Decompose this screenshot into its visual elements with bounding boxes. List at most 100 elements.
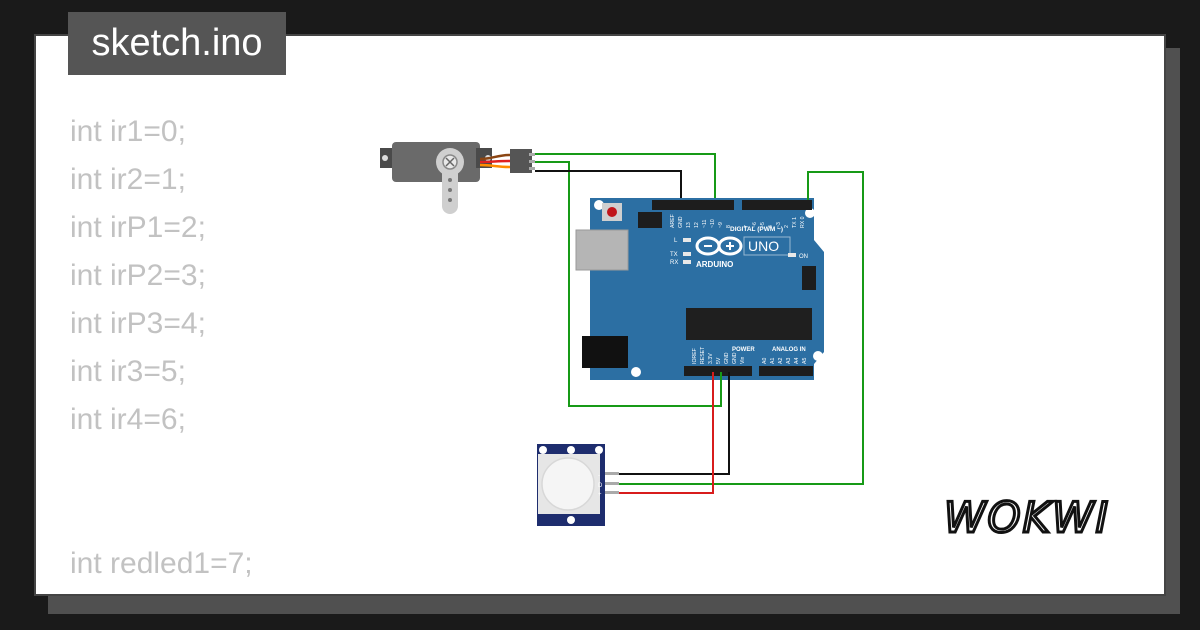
digital-pin-label: ~9	[718, 222, 724, 228]
mount-hole-icon	[567, 446, 575, 454]
servo-connector	[510, 149, 532, 173]
atmega-chip	[686, 308, 812, 340]
wire-pir-gnd[interactable]	[619, 372, 730, 475]
pir-pin-icon	[605, 472, 619, 475]
tx-label: TX	[670, 252, 678, 258]
digital-pin-label: 2	[784, 225, 790, 228]
analog-header	[759, 366, 813, 376]
preview-card: int ir1=0; int ir2=1; int irP1=2; int ir…	[34, 34, 1166, 596]
mount-hole-icon	[594, 200, 604, 210]
digital-pin-label: 7	[744, 225, 750, 228]
code-line: int ir4=6;	[70, 403, 186, 436]
power-pin-label: GND	[732, 352, 738, 364]
digital-pin-label: ~6	[752, 222, 758, 228]
arduino-uno-board[interactable]: L TX RX DIGITAL (PWM ~) UNO ARDUINO ON	[575, 198, 824, 380]
analog-pin-label: A5	[802, 358, 808, 364]
digital-pin-label: AREF	[670, 214, 676, 228]
digital-pin-label: ~3	[776, 222, 782, 228]
servo-wire-brown	[479, 153, 511, 161]
digital-label: DIGITAL (PWM ~)	[730, 226, 783, 233]
wire-pir-vcc[interactable]	[619, 372, 714, 494]
wire-pir-signal[interactable]	[619, 171, 864, 485]
icsp-header-right	[802, 266, 816, 290]
uno-frame	[743, 236, 791, 256]
digital-header-left	[652, 200, 734, 210]
usb-port	[575, 229, 629, 271]
pir-pin-icon	[605, 491, 619, 494]
icsp-header	[638, 212, 662, 228]
connector-pin-icon	[529, 167, 535, 170]
cross-screw-icon	[445, 157, 455, 167]
digital-pin-label: 13	[686, 222, 692, 228]
pir-pin-label: -	[598, 473, 600, 479]
l-label: L	[674, 238, 678, 244]
analog-pin-label: A0	[762, 358, 768, 364]
power-pin-label: RESET	[700, 346, 706, 364]
analog-pin-label: A1	[770, 358, 776, 364]
digital-pin-label: 8	[726, 225, 732, 228]
led-on-icon	[788, 253, 796, 257]
wire-servo-gnd[interactable]	[535, 170, 682, 198]
code-line: int irP1=2;	[70, 211, 206, 244]
horn-hole-icon	[448, 178, 452, 182]
power-label: POWER	[732, 347, 755, 353]
wire-servo-signal[interactable]	[535, 153, 716, 198]
code-line: int ir3=5;	[70, 355, 186, 388]
servo-wire-orange	[479, 163, 511, 169]
servo-wire-red	[479, 159, 511, 164]
code-listing: int ir1=0; int ir2=1; int irP1=2; int ir…	[70, 108, 253, 594]
digital-pin-label: RX 0	[800, 216, 806, 228]
sketch-filename-tab[interactable]: sketch.ino	[68, 12, 286, 75]
digital-pin-label: ~5	[760, 222, 766, 228]
mount-hole-icon	[539, 446, 547, 454]
connector-pin-icon	[529, 160, 535, 163]
digital-pin-label: 12	[694, 222, 700, 228]
mount-hole-icon	[631, 367, 641, 377]
mount-hole-icon	[805, 208, 815, 218]
wire-servo-power[interactable]	[535, 161, 722, 407]
arduino-logo-icon	[695, 236, 743, 256]
wires	[535, 153, 864, 494]
power-jack	[582, 336, 628, 368]
power-pin-label: 3.3V	[708, 353, 714, 364]
code-line: int ir1=0;	[70, 115, 186, 148]
digital-header-right	[742, 200, 812, 210]
wokwi-logo-text: WOKWI	[944, 493, 1110, 542]
led-tx-icon	[683, 252, 691, 256]
circuit-diagram: L TX RX DIGITAL (PWM ~) UNO ARDUINO ON	[380, 142, 864, 526]
servo-screw-icon	[382, 155, 388, 161]
led-rx-icon	[683, 260, 691, 264]
wokwi-logo: WOKWI	[943, 492, 1110, 544]
digital-pin-label: TX 1	[792, 217, 798, 228]
pir-pin-icon	[605, 482, 619, 485]
pir-pin-label: +	[598, 492, 602, 498]
power-pin-label: 5V	[716, 357, 722, 364]
pir-motion-sensor[interactable]: - D +	[537, 444, 619, 526]
servo-motor[interactable]	[380, 142, 535, 214]
arduino-label: ARDUINO	[696, 260, 733, 269]
horn-hole-icon	[448, 198, 452, 202]
power-header	[684, 366, 752, 376]
led-l-icon	[683, 238, 691, 242]
analog-pin-label: A2	[778, 358, 784, 364]
digital-pin-label: ~10	[710, 219, 716, 228]
code-line: int irP3=4;	[70, 307, 206, 340]
power-pin-label: IOREF	[692, 348, 698, 364]
digital-pin-label: 4	[768, 225, 774, 228]
digital-pin-label: GND	[678, 216, 684, 228]
analog-label: ANALOG IN	[772, 347, 806, 353]
reset-button-icon	[607, 207, 617, 217]
mount-hole-icon	[567, 516, 575, 524]
on-label: ON	[799, 254, 808, 260]
pir-pin-label: D	[598, 483, 603, 489]
power-pin-label: GND	[724, 352, 730, 364]
mount-hole-icon	[813, 351, 823, 361]
rx-label: RX	[670, 260, 678, 266]
analog-pin-label: A4	[794, 358, 800, 364]
connector-pin-icon	[529, 153, 535, 156]
uno-label: UNO	[748, 238, 779, 254]
horn-hole-icon	[448, 188, 452, 192]
code-line: int irP2=3;	[70, 259, 206, 292]
digital-pin-label: ~11	[702, 219, 708, 228]
code-line: int redled1=7;	[70, 547, 253, 580]
